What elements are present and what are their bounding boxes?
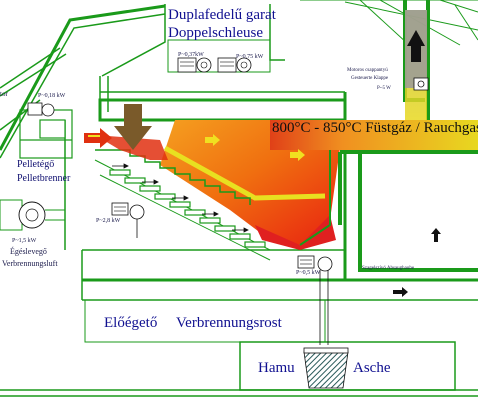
fan-top-2	[217, 57, 252, 73]
hopper-label-hu: Duplafedelű garat	[168, 7, 276, 23]
air-label-de: Verbrennungsluft	[2, 259, 58, 268]
fan-top-1	[177, 57, 212, 73]
fire-wall	[299, 150, 331, 246]
top-right-frame	[300, 0, 478, 56]
grate-drive-fan	[111, 202, 145, 238]
fan-left	[27, 102, 55, 117]
ash-label-de: Asche	[353, 360, 391, 376]
grate-drive-power: P~2,8 kW	[96, 218, 121, 224]
ash-label-hu: Hamu	[258, 360, 295, 376]
burner-label-de: Pelletbrenner	[17, 173, 71, 184]
burner-housing	[19, 109, 73, 159]
ash-bin	[303, 347, 349, 389]
grate-steps	[109, 169, 266, 248]
exhaust-arrows	[393, 228, 441, 297]
fluegas-label: 800°C - 850°C Füstgáz / Rauchgas	[272, 120, 478, 136]
motor-label: tor	[0, 90, 8, 98]
fan-top-2-power: P~0,75 kW	[236, 54, 264, 60]
hopper	[99, 4, 285, 116]
burner-arrow	[84, 128, 112, 148]
flap-label-hu: Motoros csappantyú	[347, 68, 388, 73]
grate-label-hu: Előégető	[104, 315, 158, 331]
ash-fan	[297, 255, 333, 345]
hopper-label-de: Doppelschleuse	[168, 25, 263, 41]
grate-arrows	[112, 163, 249, 233]
fan-left-power: P~0,18 kW	[38, 93, 66, 99]
flue-duct	[270, 120, 478, 150]
flap-power: P~5 W	[377, 86, 391, 91]
burner-label-hu: Pelletégő	[17, 159, 55, 170]
hot-bed	[255, 215, 336, 250]
air-fan	[0, 199, 66, 231]
suction-label: Szagelszívó Absaughaube	[362, 266, 415, 271]
grate-label-de: Verbrennungsrost	[176, 315, 282, 331]
fan-top-1-power: P~0,37kW	[178, 52, 204, 58]
air-fan-power: P~1,5 kW	[12, 238, 37, 244]
ash-pit	[0, 341, 478, 397]
flow-arrows	[205, 134, 305, 161]
feed-arrow	[114, 104, 152, 150]
flap-motor	[413, 77, 429, 91]
inner-grate-line	[163, 145, 326, 201]
ash-fan-power: P~0,5 kW	[296, 270, 321, 276]
flap-label-de: Gesteuerte Klappe	[351, 76, 389, 81]
stack-up-arrow	[407, 30, 425, 62]
air-label-hu: Égéslevegő	[10, 247, 47, 256]
